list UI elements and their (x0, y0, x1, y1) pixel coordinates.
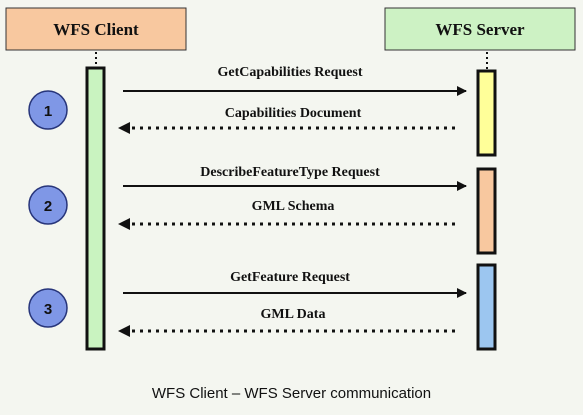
step-marker-1 (28, 90, 68, 130)
response-arrowhead-3 (118, 325, 130, 337)
step-marker-2 (28, 185, 68, 225)
client-label: WFS Client (53, 20, 139, 39)
server-box: WFS Server (384, 7, 576, 51)
step-number-3: 3 (44, 301, 52, 318)
server-activation-bar-2 (476, 167, 497, 255)
step-marker-3 (28, 288, 68, 328)
step-2: 2 DescribeFeatureType Request GML Schema (28, 165, 467, 230)
request-label-1: GetCapabilities Request (217, 65, 362, 80)
response-arrowhead-2 (118, 218, 130, 230)
server-label: WFS Server (435, 20, 525, 39)
step-3: 3 GetFeature Request GML Data (28, 270, 467, 337)
diagram-caption: WFS Client – WFS Server communication (151, 385, 432, 402)
response-label-1: Capabilities Document (225, 106, 362, 121)
request-label-3: GetFeature Request (230, 270, 350, 285)
request-label-2: DescribeFeatureType Request (200, 165, 380, 180)
response-arrowhead-1 (118, 122, 130, 134)
step-number-1: 1 (44, 103, 52, 120)
step-1: 1 GetCapabilities Request Capabilities D… (28, 65, 467, 134)
response-label-3: GML Data (261, 307, 326, 322)
response-label-2: GML Schema (252, 199, 335, 214)
client-activation-bar (85, 66, 106, 351)
server-activation-bar-1 (476, 69, 497, 157)
server-activation-bar-3 (476, 263, 497, 351)
step-number-2: 2 (44, 198, 52, 215)
client-box: WFS Client (5, 7, 187, 51)
